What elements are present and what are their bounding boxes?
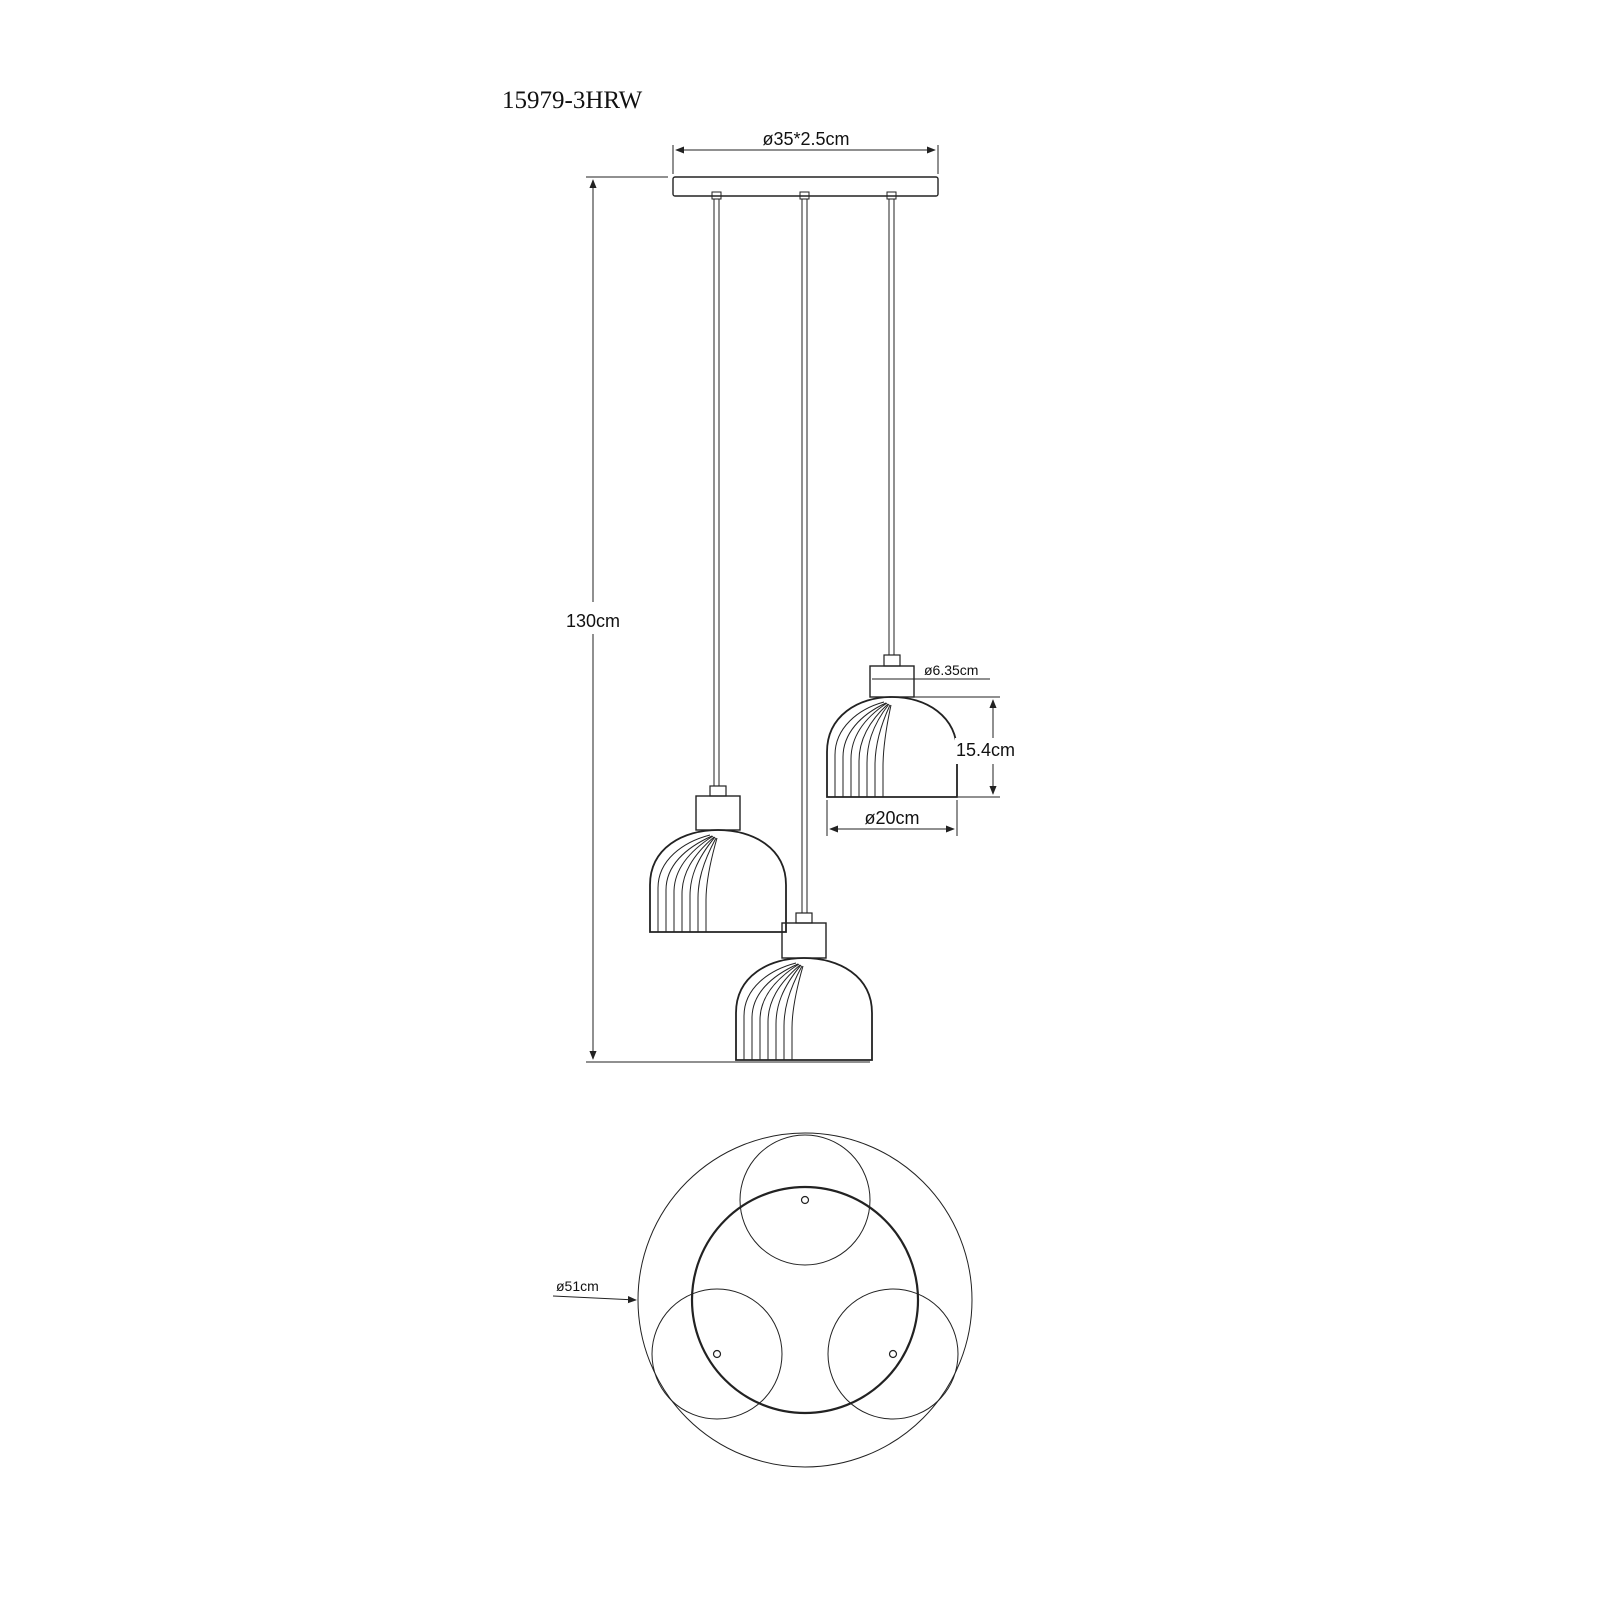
footprint-outer-circle — [637, 1132, 973, 1468]
ceiling-canopy — [672, 176, 939, 197]
shade-height-label: 15.4cm — [956, 740, 1015, 760]
model-number: 15979-3HRW — [502, 87, 643, 114]
shade-outline-top — [739, 1134, 871, 1266]
shade-outline-right — [827, 1288, 959, 1420]
footprint-dimension-leader — [552, 1295, 637, 1304]
overall-height-label: 130cm — [566, 611, 620, 631]
pendant-shade-center — [735, 912, 873, 1061]
socket-dimension-label: ø6.35cm — [924, 662, 978, 678]
pendant-shade-left — [649, 785, 787, 933]
pendant-shade-right — [826, 654, 958, 798]
mount-hole-top — [800, 1195, 810, 1205]
plan-view: ø51cm — [552, 1132, 973, 1468]
side-elevation: ø35*2.5cm 130cm — [548, 129, 1027, 1063]
shade-diameter-label: ø20cm — [864, 808, 919, 828]
canopy-plate-circle — [690, 1185, 920, 1415]
mount-hole-right — [888, 1349, 898, 1359]
mount-hole-left — [712, 1349, 722, 1359]
canopy-dimension-label: ø35*2.5cm — [762, 129, 849, 149]
footprint-dimension-label: ø51cm — [556, 1278, 599, 1294]
shade-outline-left — [651, 1288, 783, 1420]
